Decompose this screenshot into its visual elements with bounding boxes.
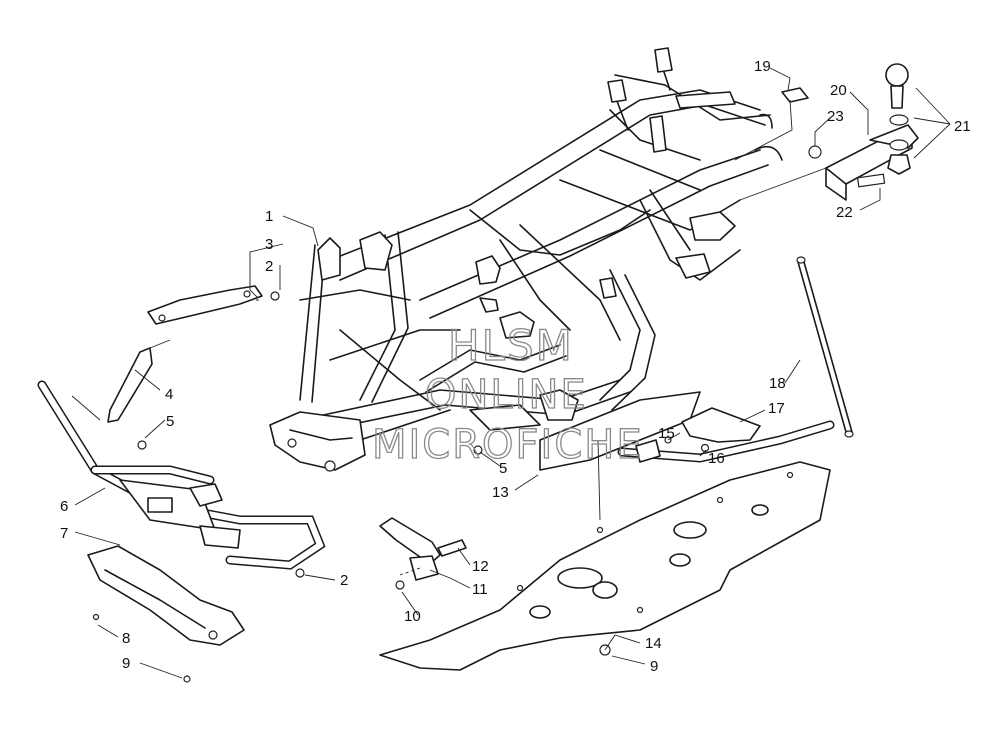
callout-10: 10 (404, 608, 421, 625)
watermark: HLSM ONLINE MICROFICHE (371, 320, 644, 468)
callout-8: 8 (122, 630, 130, 647)
callout-18: 18 (769, 375, 786, 392)
callout-labels: 1 3 2 4 5 6 7 8 9 2 10 11 12 5 13 14 9 1… (60, 58, 971, 675)
callout-4: 4 (165, 386, 173, 403)
screw-icon (137, 440, 147, 450)
callout-9b: 9 (650, 658, 658, 675)
hitch-assembly (808, 63, 919, 201)
callout-11: 11 (472, 581, 488, 598)
skid-plate (379, 461, 831, 671)
callout-20: 20 (830, 82, 847, 99)
watermark-line-2: ONLINE (425, 372, 588, 418)
front-bumper-brace (107, 347, 153, 423)
callout-22: 22 (836, 204, 853, 221)
leader-lines (71, 67, 951, 679)
front-bumper (37, 380, 326, 570)
decal (781, 87, 809, 103)
callout-15: 15 (658, 425, 675, 442)
rear-bumper-tube (617, 407, 835, 463)
callout-19: 19 (754, 58, 771, 75)
callout-16: 16 (708, 450, 725, 467)
callout-9: 9 (122, 655, 130, 672)
callout-5b: 5 (499, 460, 507, 477)
callout-1: 1 (265, 208, 273, 225)
callout-7: 7 (60, 525, 68, 542)
screw-icon (270, 291, 280, 301)
callout-14: 14 (645, 635, 662, 652)
callout-13: 13 (492, 484, 509, 501)
watermark-line-1: HLSM (448, 321, 574, 370)
bumper-skid-cover (87, 545, 245, 683)
callout-12: 12 (472, 558, 489, 575)
watermark-line-3: MICROFICHE (372, 422, 644, 468)
callout-2b: 2 (340, 572, 348, 589)
callout-2: 2 (265, 258, 273, 275)
skid-mount-bracket (379, 517, 467, 590)
screw-icon (295, 568, 305, 578)
callout-6: 6 (60, 498, 68, 515)
callout-5: 5 (166, 413, 174, 430)
tie-rod (796, 256, 854, 438)
callout-21: 21 (954, 118, 971, 135)
callout-17: 17 (768, 400, 785, 417)
callout-3: 3 (265, 236, 273, 253)
front-mount-bracket (147, 285, 263, 325)
callout-23: 23 (827, 108, 844, 125)
main-frame (269, 47, 783, 472)
